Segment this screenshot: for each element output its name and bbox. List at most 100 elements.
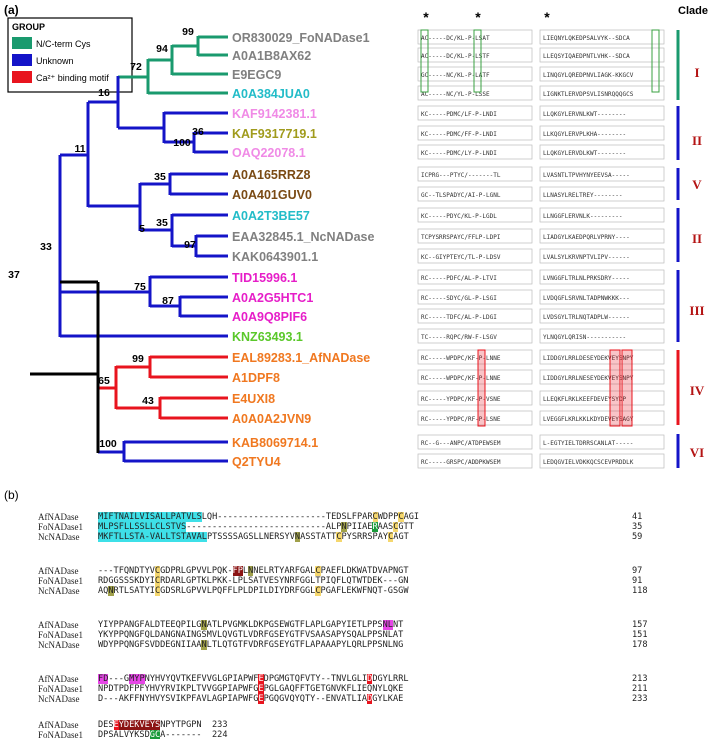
aln-seq-right: LIEQNYLQKEDPSALVYK--SDCA: [543, 35, 630, 42]
taxon-label: A0A401GUV0: [232, 188, 312, 202]
aln-seq-left: GC-----NC/KL-P-LATF: [421, 72, 490, 79]
bootstrap-value: 35: [156, 217, 168, 229]
aln-box-right: [539, 248, 665, 264]
aln-box-right: [539, 85, 665, 101]
aln-box-left: [417, 248, 533, 264]
aln-box-right: [539, 125, 665, 141]
clade-label: I: [694, 65, 699, 80]
bootstrap-value: 72: [130, 61, 142, 73]
bootstrap-value: 11: [74, 143, 85, 155]
taxon-label: OR830029_FoNADase1: [232, 31, 370, 45]
taxon-label: E4UXI8: [232, 392, 275, 406]
bootstrap-value: 36: [192, 126, 204, 138]
bootstrap-value: 37: [8, 269, 20, 281]
aln-seq-right: YLNQGYLQRISN-----------: [543, 334, 626, 341]
aln-seq-left: RC-----YPDPC/RF-P-LSNE: [421, 416, 501, 423]
taxon-label: E9EGC9: [232, 68, 281, 82]
aln-box-left: [417, 47, 533, 63]
legend-swatch: [12, 71, 32, 83]
msa-seq-end: 211: [632, 684, 648, 694]
aln-seq-left: KC-----PDMC/LY-P-LNDI: [421, 150, 497, 157]
aln-seq-left: KC-----PDMC/LF-P-LNDI: [421, 111, 497, 118]
aln-seq-right: LIDDGYLRRLNESEYDEKVEYSNPY: [543, 375, 634, 382]
msa-seq: WDYPPQNGFSVDDEGNIIAANLTLQTGTFVDRFGSEYGTF…: [98, 640, 404, 650]
msa-seq: D---AKFFNYHVYSVIKPFAVLAGPIAPWFGEPGQGVQYQ…: [98, 694, 404, 704]
tree-branches: [30, 35, 228, 463]
taxon-label: KAK0643901.1: [232, 250, 318, 264]
aln-box-right: [539, 308, 665, 324]
msa-seq-end: 224: [212, 730, 228, 739]
aln-seq-left: RC-----PDFC/AL-P-LTVI: [421, 275, 497, 282]
bootstrap-value: 94: [156, 43, 168, 55]
aln-box-left: [417, 410, 533, 426]
msa-seq-end: 118: [632, 586, 648, 596]
aln-seq-right: LLQKGYLERVDLKWT--------: [543, 150, 626, 157]
aln-seq-left: AC-----NC/YL-P-LSSE: [421, 91, 490, 98]
aln-box-right: [539, 47, 665, 63]
taxon-label: TID15996.1: [232, 271, 297, 285]
aln-box-left: [417, 66, 533, 82]
aln-box-left: [417, 144, 533, 160]
msa-seq: ---TFQNDTYVCGDPRLGPVVLPQK-FPLNNELRTYARFG…: [98, 566, 409, 576]
aln-box-right: [539, 66, 665, 82]
aln-seq-right: LLQKGYLERVNLKWT--------: [543, 111, 626, 118]
clade-label: V: [692, 177, 702, 192]
aln-box-left: [417, 369, 533, 385]
bootstrap-value: 43: [142, 395, 154, 407]
aln-box-right: [539, 269, 665, 285]
aln-box-right: [539, 105, 665, 121]
taxon-label: KAB8069714.1: [232, 436, 318, 450]
legend-label: N/C-term Cys: [36, 39, 91, 49]
legend-swatch: [12, 37, 32, 49]
aln-box-right: [539, 349, 665, 365]
panel-b-label: (b): [4, 488, 19, 502]
taxon-label: A0A384JUA0: [232, 87, 310, 101]
taxon-label: A0A2G5HTC1: [232, 291, 313, 305]
msa-seq-name: AfNADase: [38, 566, 79, 576]
cys-column-highlight: [420, 29, 429, 93]
aln-seq-right: LVDSGYLTRLNQTADPLW------: [543, 314, 630, 321]
aln-seq-right: LINQGYLQREDPNVLIAGK-KKGCV: [543, 72, 634, 79]
aln-seq-left: KC-----PDYC/KL-P-LGDL: [421, 213, 497, 220]
aln-box-right: [539, 390, 665, 406]
aln-box-left: [417, 105, 533, 121]
aln-box-right: [539, 453, 665, 469]
bootstrap-value: 33: [40, 241, 52, 253]
cys-column-highlight: [651, 29, 660, 93]
msa-seq-name: AfNADase: [38, 620, 79, 630]
msa-seq-end: 91: [632, 576, 643, 586]
msa-seq: YKYPPQNGFQLDANGNAINGSMVLQVGTLVDRFGSEYGTF…: [98, 630, 404, 640]
msa-seq: DESEYDEKVEYSNPYTPGPN: [98, 720, 202, 730]
bootstrap-value: 100: [173, 137, 191, 149]
bootstrap-value: 97: [184, 239, 196, 251]
aln-seq-left: TC-----RQPC/RW-F-LSGV: [421, 334, 497, 341]
taxon-label: A0A0A2JVN9: [232, 412, 311, 426]
taxon-labels: OR830029_FoNADase1A0A1B8AX62E9EGC9A0A384…: [232, 31, 374, 469]
msa-seq: RDGGSSSKDYICRDARLGPTKLPKK-LPLSATVESYNRFG…: [98, 576, 409, 586]
aln-seq-left: RC--G---ANPC/ATDPEWSEM: [421, 440, 501, 447]
aln-seq-left: AC-----DC/KL-P-LSTF: [421, 53, 490, 60]
aln-box-left: [417, 85, 533, 101]
aln-seq-left: RC-----GRSPC/ADDPKWSEM: [421, 459, 501, 466]
msa-seq-end: 41: [632, 512, 643, 522]
msa-seq: MLPSFLLSSLLCLSTVS-----------------------…: [98, 522, 414, 532]
msa-seq-name: FoNADase1: [38, 730, 83, 739]
bootstrap-value: 5: [139, 223, 145, 235]
ca-motif-highlight: [609, 349, 621, 427]
taxon-label: EAA32845.1_NcNADase: [232, 230, 374, 244]
aln-seq-right: LIGNKTLERVDPSVLISNRQQQGCS: [543, 91, 634, 98]
taxon-label: Q2TYU4: [232, 455, 281, 469]
aln-seq-left: KC--GIYPTEYC/TL-P-LDSV: [421, 254, 501, 261]
msa-panel: (b) AfNADase MIFTNAILVISALLPATVLSLQH-----…: [0, 482, 709, 739]
cys-asterisk: *: [423, 9, 429, 25]
bootstrap-value: 16: [98, 87, 110, 99]
aln-seq-left: TCPYSRRSPAYC/FFLP-LDPI: [421, 234, 501, 241]
msa-seq: MIFTNAILVISALLPATVLSLQH-----------------…: [98, 512, 420, 522]
clade-label: IV: [690, 383, 705, 398]
aln-seq-right: LVNGGFLTRLNLPRKSDRY-----: [543, 275, 630, 282]
